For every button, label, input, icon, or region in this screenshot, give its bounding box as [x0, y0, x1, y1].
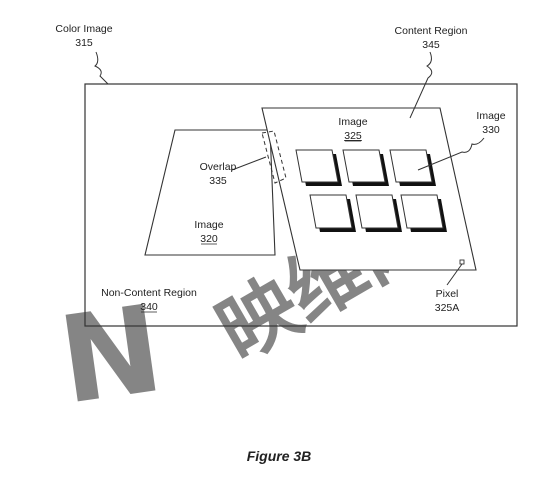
- label-overlap-ref: 335: [209, 175, 227, 187]
- grid-tile: [295, 149, 339, 183]
- label-pixel-title: Pixel: [436, 288, 459, 300]
- image-320-shape: [144, 129, 276, 256]
- label-content-region: Content Region 345: [395, 25, 468, 51]
- label-image-325: Image 325: [338, 116, 367, 142]
- figure-caption: Figure 3B: [247, 448, 312, 464]
- label-overlap: Overlap 335: [200, 161, 237, 187]
- label-content-region-title: Content Region: [395, 25, 468, 37]
- pixel-325a-marker: [459, 259, 465, 265]
- label-image-325-ref: 325: [344, 130, 362, 142]
- image-325-shape: [261, 107, 477, 271]
- leader-pixel: [446, 263, 463, 286]
- watermark-logo: N: [52, 280, 171, 432]
- color-image-frame: [84, 83, 518, 327]
- label-image-330: Image 330: [476, 110, 505, 136]
- leader-lines: [94, 51, 485, 286]
- label-non-content-title: Non-Content Region: [101, 287, 197, 299]
- overlap-335-shape: [261, 130, 287, 184]
- image-330-grid: [295, 149, 447, 232]
- label-content-region-ref: 345: [422, 39, 440, 51]
- leader-color-image: [94, 51, 109, 85]
- label-color-image: Color Image 315: [55, 23, 112, 49]
- grid-tile: [389, 149, 433, 183]
- leader-image-330: [417, 137, 485, 171]
- leader-overlap: [231, 156, 267, 171]
- label-image-325-title: Image: [338, 116, 367, 128]
- label-pixel-ref: 325A: [435, 302, 460, 314]
- leader-content-region: [409, 51, 433, 119]
- grid-tile: [342, 149, 386, 183]
- label-non-content: Non-Content Region 340: [101, 287, 197, 313]
- label-pixel: Pixel 325A: [435, 288, 460, 314]
- label-overlap-title: Overlap: [200, 161, 237, 173]
- label-image-330-title: Image: [476, 110, 505, 122]
- label-image-320-ref: 320: [200, 233, 218, 245]
- label-non-content-ref: 340: [140, 301, 158, 313]
- label-color-image-title: Color Image: [55, 23, 112, 35]
- grid-tile: [309, 194, 353, 229]
- label-image-330-ref: 330: [482, 124, 500, 136]
- label-image-320: Image 320: [194, 219, 223, 245]
- grid-tile: [400, 194, 444, 229]
- label-image-320-title: Image: [194, 219, 223, 231]
- label-color-image-ref: 315: [75, 37, 93, 49]
- grid-tile: [355, 194, 399, 229]
